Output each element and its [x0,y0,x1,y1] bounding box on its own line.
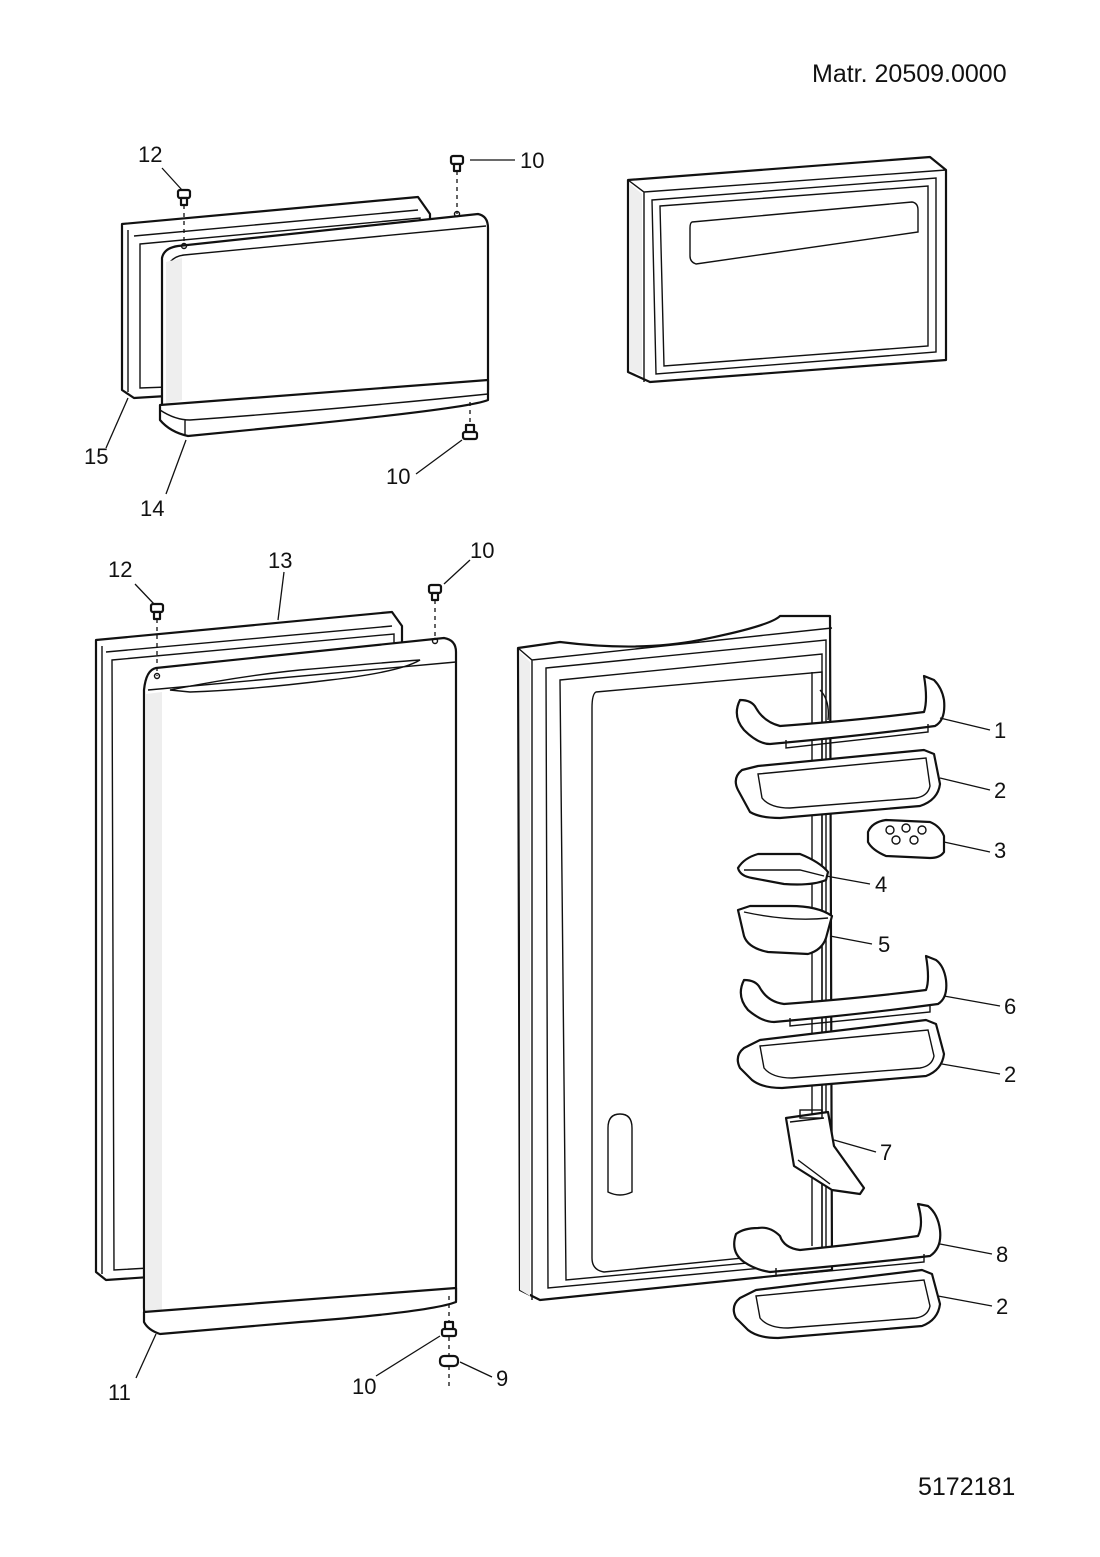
callout-10-top: 10 [520,148,544,173]
callout-11: 11 [108,1380,131,1405]
screw-10-top [449,154,465,218]
callout-4: 4 [875,872,887,897]
callout-15: 15 [84,444,108,469]
pin-10-fridge-bottom [440,1296,458,1338]
fridge-door-bottom-trim [142,1286,458,1336]
callout-labels: 12 10 15 14 10 12 13 10 11 10 9 1 2 3 4 … [84,142,1016,1405]
screw-12-bottom [149,602,165,680]
shelf-2-lower [732,1268,942,1340]
callout-10-fridge-bottom: 10 [352,1374,376,1399]
freezer-door-inner-view [626,155,948,384]
material-number: Matr. 20509.0000 [812,60,1007,88]
screw-12-top [176,188,192,250]
callout-2-lower: 2 [996,1294,1008,1319]
callout-2-upper: 2 [994,778,1006,803]
egg-tray-3 [866,818,946,860]
shelf-8 [733,1202,942,1277]
bushing-9 [438,1337,460,1386]
callout-12-top: 12 [138,142,162,167]
callout-2-middle: 2 [1004,1062,1016,1087]
freezer-door-panel [160,212,490,418]
box-5 [736,904,834,956]
shelf-2-upper [734,748,942,820]
fridge-door-panel [142,636,458,1324]
leader-lines [105,159,1001,1379]
callout-6: 6 [1004,994,1016,1019]
callout-14: 14 [140,496,164,521]
callout-7: 7 [880,1140,892,1165]
shelf-1 [735,674,946,749]
fridge-door-inner-view [516,614,834,1302]
pin-10-freezer-bottom [461,402,479,441]
callout-10-freezer-bottom: 10 [386,464,410,489]
document-number: 5172181 [918,1473,1015,1501]
bottle-holder-7 [784,1109,866,1196]
callout-1: 1 [994,718,1006,743]
callout-12-bottom: 12 [108,557,132,582]
screw-10-fridge-top [427,583,443,645]
callout-13: 13 [268,548,292,573]
callout-9: 9 [496,1366,508,1391]
callout-5: 5 [878,932,890,957]
freezer-door-bottom-trim [158,378,490,438]
shelf-6 [739,954,948,1027]
callout-10-fridge-top: 10 [470,538,494,563]
callout-3: 3 [994,838,1006,863]
callout-8: 8 [996,1242,1008,1267]
shelf-2-middle [736,1018,946,1090]
